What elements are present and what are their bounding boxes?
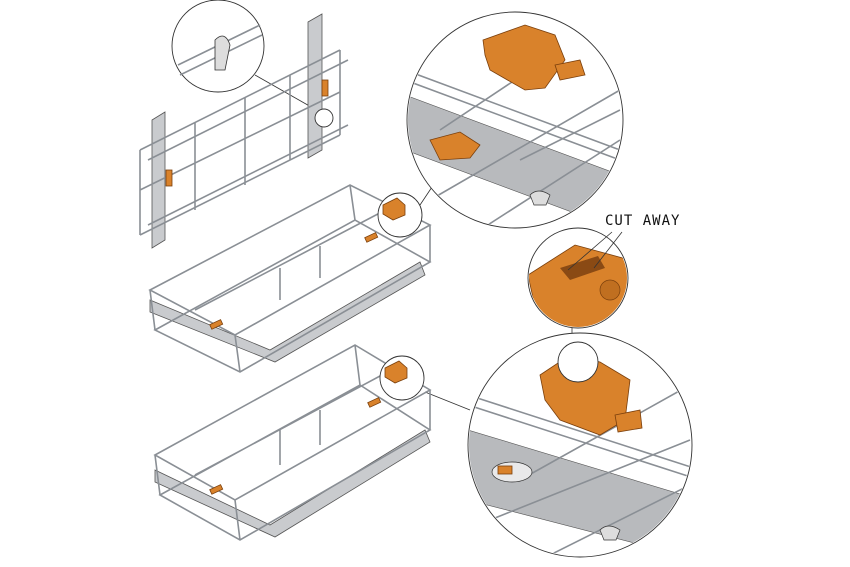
detail-circle-small-bottom	[379, 355, 425, 401]
cut-away-label: CUT AWAY	[605, 213, 681, 229]
detail-circle-cut-away	[527, 227, 629, 329]
tray-basket-lower	[153, 344, 432, 541]
wall-mounted-basket	[139, 13, 349, 249]
tray-basket-middle	[148, 184, 432, 373]
detail-circle-wall-hook	[171, 0, 334, 128]
detail-circle-small-top	[377, 192, 423, 238]
detail-circle-bottom	[467, 332, 693, 558]
detail-circle-top	[406, 11, 624, 229]
